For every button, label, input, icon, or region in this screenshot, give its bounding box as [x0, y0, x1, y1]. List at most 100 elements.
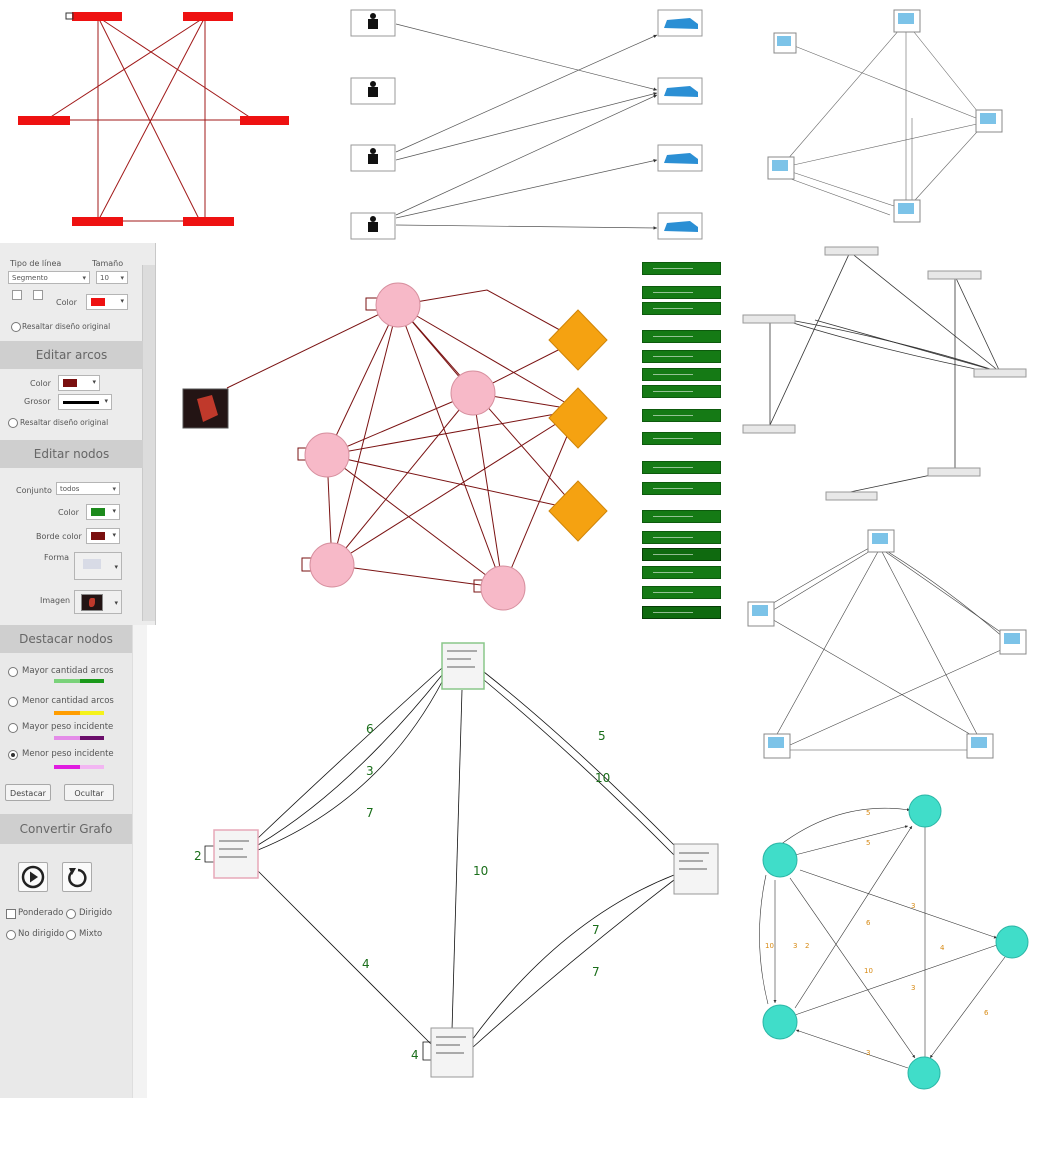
- mayor-cantidad-radio[interactable]: [8, 667, 18, 677]
- green-list-item[interactable]: [642, 510, 721, 523]
- pink-node[interactable]: [375, 282, 421, 328]
- green-list-item[interactable]: [642, 350, 721, 363]
- editar-nodos-header[interactable]: Editar nodos: [0, 440, 143, 468]
- gray-node[interactable]: [824, 246, 879, 256]
- computer-node[interactable]: [773, 32, 797, 54]
- imagen-select[interactable]: ▾: [74, 590, 122, 614]
- red-node[interactable]: [183, 12, 233, 21]
- arcos-thickness-select[interactable]: ▾: [58, 394, 112, 410]
- bold-icon[interactable]: [12, 290, 22, 300]
- pink-node[interactable]: [304, 432, 350, 478]
- person-node[interactable]: [350, 9, 396, 37]
- no-dirigido-radio[interactable]: [6, 930, 16, 940]
- green-list-item[interactable]: [642, 432, 721, 445]
- destacar-button[interactable]: Destacar: [5, 784, 51, 801]
- teal-node[interactable]: [907, 1056, 941, 1090]
- red-node[interactable]: [240, 116, 289, 125]
- teal-node[interactable]: [762, 1004, 798, 1040]
- gray-node[interactable]: [742, 424, 796, 434]
- dirigido-radio[interactable]: [66, 909, 76, 919]
- gray-node[interactable]: [825, 491, 878, 501]
- car-node[interactable]: [657, 212, 703, 240]
- green-list-item[interactable]: [642, 302, 721, 315]
- teal-node[interactable]: [908, 794, 942, 828]
- car-node[interactable]: [657, 9, 703, 37]
- green-list-item[interactable]: [642, 586, 721, 599]
- green-list-item[interactable]: [642, 482, 721, 495]
- computer-graph-top: [767, 9, 1003, 223]
- resaltar-radio[interactable]: [11, 322, 21, 332]
- gray-node[interactable]: [927, 467, 981, 477]
- conjunto-select[interactable]: todos ▾: [56, 482, 120, 495]
- forma-select[interactable]: ▾: [74, 552, 122, 580]
- ocultar-button[interactable]: Ocultar: [64, 784, 114, 801]
- mayor-peso-radio[interactable]: [8, 723, 18, 733]
- green-list-item[interactable]: [642, 409, 721, 422]
- green-list-item[interactable]: [642, 566, 721, 579]
- green-list-item[interactable]: [642, 262, 721, 275]
- person-node[interactable]: [350, 212, 396, 240]
- pink-node[interactable]: [480, 565, 526, 611]
- line-type-select[interactable]: Segmento ▾: [8, 271, 90, 284]
- green-list-item[interactable]: [642, 548, 721, 561]
- weighted-node[interactable]: [441, 642, 485, 690]
- computer-node[interactable]: [999, 629, 1027, 655]
- orange-diamond-node[interactable]: [548, 387, 608, 449]
- computer-node[interactable]: [867, 529, 895, 553]
- red-node[interactable]: [183, 217, 234, 226]
- panel-scrollbar[interactable]: [142, 265, 155, 621]
- teal-node[interactable]: [995, 925, 1029, 959]
- computer-node[interactable]: [767, 156, 795, 180]
- menor-peso-radio[interactable]: [8, 750, 18, 760]
- undo-button[interactable]: [62, 862, 92, 892]
- teal-node[interactable]: [762, 842, 798, 878]
- person-node[interactable]: [350, 144, 396, 172]
- ponderado-checkbox[interactable]: [6, 909, 16, 919]
- arcos-color-picker[interactable]: ▾: [58, 375, 100, 391]
- green-list-item[interactable]: [642, 606, 721, 619]
- option-label: Mayor cantidad arcos: [22, 666, 114, 676]
- arcos-resaltar-radio[interactable]: [8, 418, 18, 428]
- red-node[interactable]: [72, 12, 122, 21]
- green-list-item[interactable]: [642, 385, 721, 398]
- green-list-item[interactable]: [642, 531, 721, 544]
- pink-node[interactable]: [309, 542, 355, 588]
- weighted-node[interactable]: [213, 829, 259, 879]
- destacar-header[interactable]: Destacar nodos: [0, 625, 132, 653]
- mixto-radio[interactable]: [66, 930, 76, 940]
- gray-node[interactable]: [927, 270, 982, 280]
- italic-icon[interactable]: [33, 290, 43, 300]
- red-node[interactable]: [72, 217, 123, 226]
- green-list-item[interactable]: [642, 368, 721, 381]
- red-node[interactable]: [18, 116, 70, 125]
- panel-scrollbar[interactable]: [132, 625, 147, 1098]
- menor-cantidad-radio[interactable]: [8, 697, 18, 707]
- green-list-item[interactable]: [642, 330, 721, 343]
- car-node[interactable]: [657, 77, 703, 105]
- gray-node[interactable]: [973, 368, 1027, 378]
- computer-node[interactable]: [893, 199, 921, 223]
- orange-diamond-node[interactable]: [548, 309, 608, 371]
- pink-node[interactable]: [450, 370, 496, 416]
- image-node[interactable]: [182, 388, 229, 429]
- computer-node[interactable]: [975, 109, 1003, 133]
- person-node[interactable]: [350, 77, 396, 105]
- graph-color-picker[interactable]: ▾: [86, 294, 128, 310]
- car-node[interactable]: [657, 144, 703, 172]
- gray-node[interactable]: [742, 314, 796, 324]
- computer-node[interactable]: [763, 733, 791, 759]
- borde-color-picker[interactable]: ▾: [86, 528, 120, 544]
- size-select[interactable]: 10 ▾: [96, 271, 128, 284]
- green-list-item[interactable]: [642, 461, 721, 474]
- computer-node[interactable]: [893, 9, 921, 33]
- convertir-header[interactable]: Convertir Grafo: [0, 814, 132, 844]
- green-list-item[interactable]: [642, 286, 721, 299]
- nodos-color-picker[interactable]: ▾: [86, 504, 120, 520]
- computer-node[interactable]: [747, 601, 775, 627]
- weighted-node[interactable]: [673, 843, 719, 895]
- play-button[interactable]: [18, 862, 48, 892]
- computer-node[interactable]: [966, 733, 994, 759]
- editar-arcos-header[interactable]: Editar arcos: [0, 341, 143, 369]
- orange-diamond-node[interactable]: [548, 480, 608, 542]
- weighted-node[interactable]: [430, 1027, 474, 1078]
